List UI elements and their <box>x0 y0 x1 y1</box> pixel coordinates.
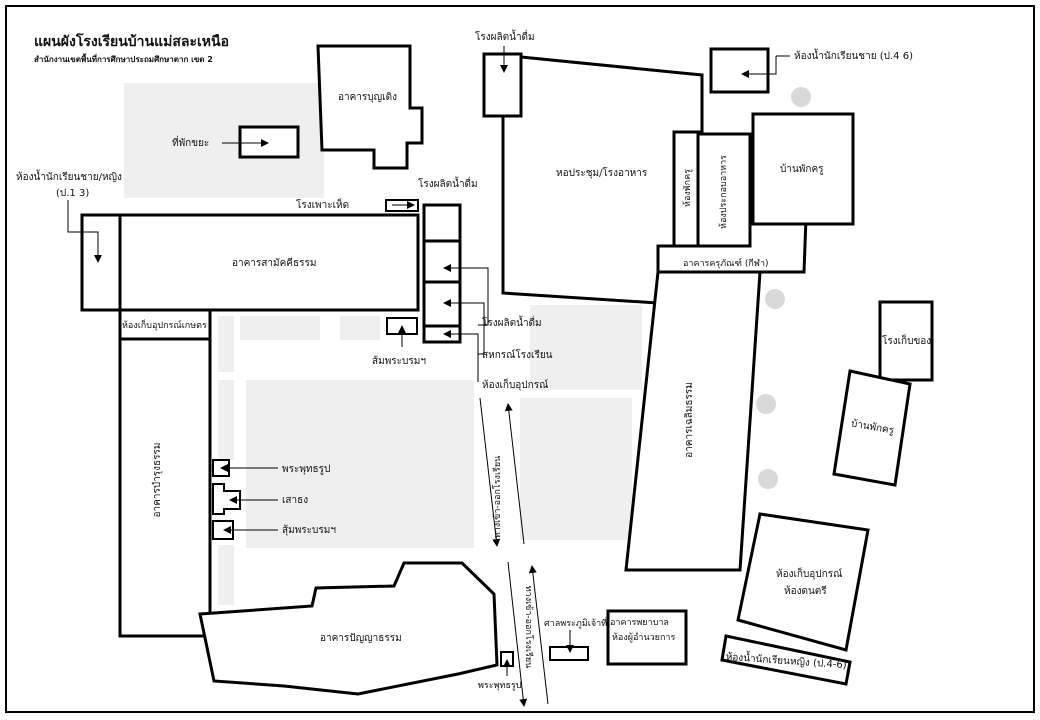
toilet-boys <box>709 47 770 94</box>
cooking-room-label: ห้องประกอบอาหาร <box>718 155 729 229</box>
tree <box>758 469 778 489</box>
coop-label: สหกรณ์โรงเรียน <box>482 348 553 361</box>
water-plant-unit <box>422 239 462 284</box>
panya-label: อาคารปัญญาธรรม <box>320 633 402 644</box>
yard-strip <box>218 545 234 605</box>
samakkee-label: อาคารสามัคคีธรรม <box>232 257 316 269</box>
toilet-boys-arrow <box>741 56 777 78</box>
road-arrow-in <box>479 397 501 547</box>
agri-storage-label: ห้องเก็บอุปกรณ์เกษตร <box>122 318 207 331</box>
yard-strip <box>340 316 380 340</box>
toilet-primary-label: ห้องน้ำนักเรียนชาย/หญิง <box>16 169 122 183</box>
storage-shed <box>878 300 934 382</box>
storage-shed-label: โรงเก็บของ <box>882 333 931 347</box>
equipment-arrow <box>443 330 479 382</box>
flagpole-label: เสาธง <box>282 495 308 506</box>
map-subtitle: สำนักงานเขตพื้นที่การศึกษาประถมศึกษาตาก … <box>34 53 213 64</box>
road-label-2: ทางเข้า-ออกโรงเรียน <box>523 586 534 669</box>
spirit-house-2-label: สุ้มพระบรมฯ <box>282 524 336 536</box>
cooking-room <box>696 132 752 250</box>
road-arrow-out <box>504 403 525 545</box>
bamrung-label: อาคารบำรุงธรรม <box>152 443 163 518</box>
flagpole-base <box>212 483 241 515</box>
teacher-house-2 <box>832 369 912 487</box>
director-label: ห้องผู้อำนวยการ <box>612 632 675 643</box>
water-plant-right-label: โรงผลิตน้ำดื่ม <box>482 315 542 329</box>
guardian-shrine <box>549 646 589 661</box>
road-arrow-out-2 <box>528 565 549 705</box>
guardian-shrine-label: ศาลพระภูมิเจ้าที่ <box>544 616 607 629</box>
water-plant-top <box>482 52 523 118</box>
toilet-primary-grades: (ป.1 3) <box>56 188 89 199</box>
equipment-music-label-1: ห้องเก็บอุปกรณ์ <box>776 566 842 580</box>
map-frame <box>5 5 1035 713</box>
yard-strip <box>218 380 234 460</box>
agri-storage <box>118 308 212 341</box>
teacher-house-1-label: บ้านพักครู <box>780 163 824 175</box>
spirit-house-1-label: ส้มพระบรมฯ <box>372 355 426 367</box>
toilet-girls <box>720 634 852 686</box>
boon-building <box>316 44 424 170</box>
buddha-1-label: พระพุทธรูป <box>282 464 330 475</box>
nurse-label: อาคารพยาบาล <box>610 618 669 628</box>
toilet-primary-arrow <box>67 200 102 263</box>
mushroom-label: โรงเพาะเห็ด <box>296 197 349 211</box>
coop-arrow <box>443 299 485 355</box>
road-arrow-in-2 <box>507 561 528 707</box>
water-plant-unit <box>422 203 462 243</box>
nurse-building <box>606 609 688 666</box>
garbage-label: ที่พักขยะ <box>172 135 209 149</box>
panya-building <box>198 561 499 696</box>
water-plant-left-label: โรงผลิตน้ำดื่ม <box>418 176 478 190</box>
equipment-music-building <box>736 512 870 652</box>
tree <box>756 394 776 414</box>
toilet-primary <box>80 213 124 312</box>
equipment-label: ห้องเก็บอุปกรณ์ <box>482 377 548 391</box>
yard-strip <box>240 316 320 340</box>
garbage-shelter <box>238 125 300 159</box>
field-zone <box>520 398 632 540</box>
map-title: แผนผังโรงเรียนบ้านแม่สละเหนือ <box>34 32 229 50</box>
toilet-boys-label: ห้องน้ำนักเรียนชาย (ป.4 6) <box>794 48 913 62</box>
sports-label: อาคารครุภัณฑ์ (กีฬา) <box>683 257 769 269</box>
teacher-room-label: ห้องพักครู <box>682 169 693 207</box>
buddha-2-label: พระพุทธรูป <box>478 681 522 691</box>
field-zone <box>246 380 474 548</box>
hall-canteen-label: หอประชุม/โรงอาหาร <box>556 166 648 179</box>
teacher-house-1 <box>751 112 855 226</box>
yard-strip <box>218 316 234 372</box>
water-plant-right-arrow <box>443 264 489 326</box>
chaloem-label: อาคารเฉลิมธรรม <box>684 382 695 458</box>
water-plant-top-label: โรงผลิตน้ำดื่ม <box>475 29 535 43</box>
chaloem-building <box>624 270 762 572</box>
bamrung-building <box>118 337 212 638</box>
equipment-music-label-2: ห้องดนตรี <box>784 585 827 597</box>
samakkee-building <box>118 213 420 312</box>
tree <box>791 87 811 107</box>
boon-building-label: อาคารบุญเดิง <box>338 92 397 103</box>
tree <box>765 289 785 309</box>
coop-unit <box>422 280 462 328</box>
field-zone <box>530 305 642 390</box>
road-label-1: ทางเข้า-ออกโรงเรียน <box>492 456 503 539</box>
